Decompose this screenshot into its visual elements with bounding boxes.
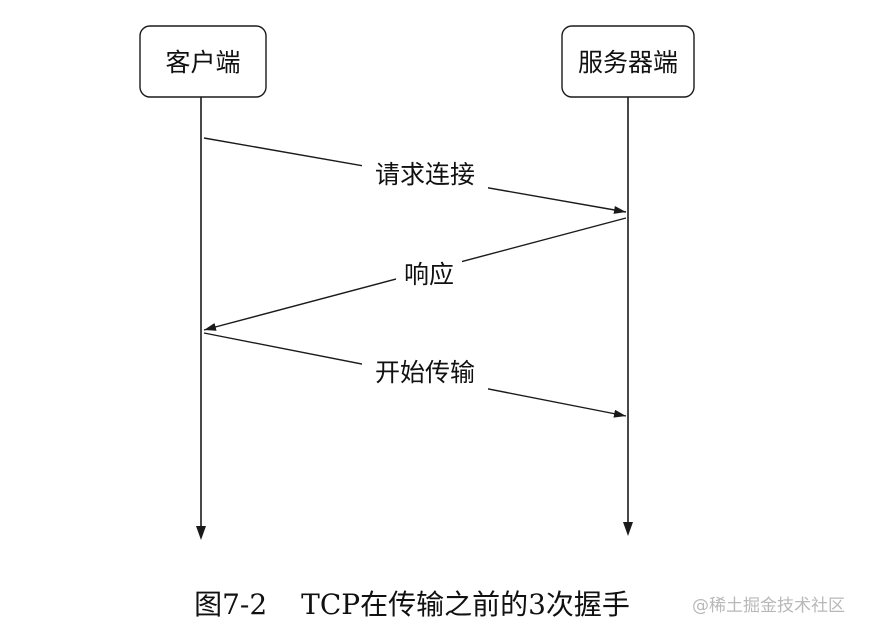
response-label: 响应 bbox=[404, 260, 454, 289]
client-box bbox=[139, 25, 267, 98]
figure-caption: 图7-2 TCP在传输之前的3次握手 bbox=[0, 583, 874, 623]
client-lifeline-arrow bbox=[196, 526, 206, 540]
server-label: 服务器端 bbox=[578, 48, 678, 77]
request-label-bg bbox=[362, 153, 488, 191]
transfer-label-bg bbox=[362, 352, 488, 390]
figure-title: TCP在传输之前的3次握手 bbox=[301, 588, 630, 621]
request-label: 请求连接 bbox=[375, 160, 475, 189]
figure-number: 图7-2 bbox=[194, 588, 268, 621]
message-start-transfer: 开始传输 bbox=[203, 332, 627, 418]
message-response: 响应 bbox=[203, 217, 627, 331]
response-label-bg bbox=[396, 254, 462, 292]
transfer-label: 开始传输 bbox=[375, 358, 475, 387]
client-label: 客户端 bbox=[165, 48, 240, 77]
participant-client: 客户端 bbox=[139, 25, 267, 98]
participant-server: 服务器端 bbox=[561, 25, 695, 98]
watermark: @稀土掘金技术社区 bbox=[692, 596, 845, 616]
message-request-connection: 请求连接 bbox=[203, 137, 627, 214]
server-lifeline-arrow bbox=[623, 522, 633, 536]
